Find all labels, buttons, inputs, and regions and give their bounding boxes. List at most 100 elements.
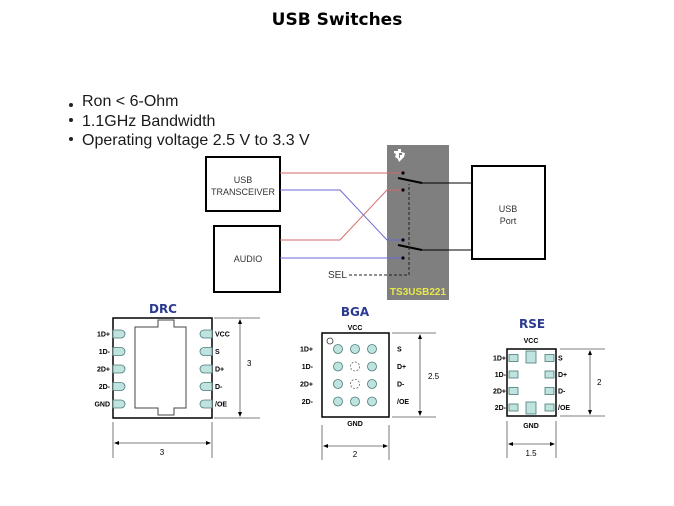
bga-dimensions	[321, 332, 436, 460]
rse-pin-label: 2D-	[495, 405, 507, 412]
bga-solder-ball	[350, 344, 360, 354]
rse-vcc-pad	[525, 350, 537, 364]
switch-chip-body	[387, 145, 449, 300]
rse-top-label: VCC	[524, 338, 539, 345]
bga-height-label: 2.5	[428, 372, 440, 381]
drc-pin-label: GND	[94, 402, 110, 409]
usb-dminus-line	[280, 189, 402, 241]
bga-pin-label: 1D+	[300, 347, 313, 354]
bga-solder-ball	[367, 396, 377, 407]
rse-pin-pad	[508, 370, 519, 379]
bga-solder-ball	[350, 396, 360, 407]
drc-pin-label: S	[215, 349, 220, 356]
bga-width-label: 2	[353, 450, 358, 459]
bga-top-label: VCC	[348, 325, 363, 332]
drc-pin-pad	[112, 347, 126, 356]
drc-dimensions	[112, 317, 260, 458]
bga-pin-label: 1D-	[302, 364, 314, 371]
drc-pin-label: 1D+	[97, 332, 110, 339]
audio-block	[213, 225, 281, 293]
slide-title: USB Switches	[271, 10, 403, 30]
drc-height-label: 3	[247, 359, 252, 368]
rse-pin-pad	[544, 370, 555, 379]
block-diagram: TS3USB221 USB TRANSCEIVER AUDIO USB Port	[205, 145, 546, 300]
rse-pin-pad	[508, 403, 519, 412]
drc-pin-label: 1D-	[99, 349, 111, 356]
audio-left-line	[280, 189, 402, 241]
rse-pin-pad	[544, 387, 555, 395]
drc-pin-label: /OE	[215, 402, 227, 409]
usb-transceiver-label-2: TRANSCEIVER	[211, 187, 276, 197]
drc-thermal-pad	[134, 319, 187, 416]
audio-label: AUDIO	[234, 254, 263, 264]
drc-pin-pad	[112, 329, 126, 339]
rse-pin-label: S	[558, 356, 563, 363]
drc-pin-pad	[112, 382, 126, 391]
bullet-item: 1.1GHz Bandwidth	[68, 112, 310, 132]
drc-title: DRC	[149, 302, 177, 316]
drc-pin-label: D+	[215, 367, 224, 374]
usb-transceiver-block	[205, 156, 281, 212]
rse-dimensions	[506, 348, 605, 458]
bga-empty-ball	[350, 379, 360, 389]
bga-solder-ball	[333, 396, 343, 407]
drc-pin-pad	[199, 399, 213, 409]
drc-width-label: 3	[160, 448, 165, 457]
bga-pin-label: D+	[397, 364, 406, 371]
rse-pin-pad	[544, 354, 555, 362]
rse-gnd-pad	[525, 401, 537, 415]
signal-lines	[280, 172, 402, 259]
rse-bottom-label: GND	[523, 423, 539, 430]
bga-pin-label: 2D-	[302, 399, 314, 406]
usb-port-label-2: Port	[500, 216, 517, 226]
rse-width-label: 1.5	[525, 449, 537, 458]
bga-solder-ball	[333, 379, 343, 389]
drc-pin-pad	[199, 347, 213, 356]
bga-pin-label: 2D+	[300, 382, 313, 389]
bga-pin-label: /OE	[397, 399, 409, 406]
switch-lower	[397, 238, 472, 260]
usb-transceiver-label-1: USB	[234, 175, 253, 185]
drc-pin-pad	[199, 382, 213, 391]
bga-pin-label: S	[397, 347, 402, 354]
bga-solder-ball	[367, 379, 377, 389]
bga-empty-ball	[350, 361, 360, 372]
sel-control-line	[349, 184, 410, 276]
bga-package: BGA VCC 1D+ S 1D- D+ 2D+ D- 2D- /OE GND 2.5 2	[300, 305, 440, 460]
rse-pin-label: D+	[558, 372, 567, 379]
drc-pin-pad	[112, 364, 126, 374]
sel-label: SEL	[328, 270, 347, 281]
rse-height-label: 2	[597, 378, 602, 387]
bga-solder-ball	[333, 344, 343, 354]
rse-pin-label: 1D+	[493, 356, 506, 363]
drc-pin-label: 2D-	[99, 384, 111, 391]
drc-pin-label: D-	[215, 384, 223, 391]
bga-pin-label: D-	[397, 382, 405, 389]
drc-package: DRC 1D+ 1D- 2D+ 2D- GND VCC S D+ D- /OE 3 3	[94, 302, 260, 458]
bga-solder-ball	[367, 344, 377, 354]
bga-solder-ball	[333, 361, 343, 372]
bga-bottom-label: GND	[347, 421, 363, 428]
rse-title: RSE	[519, 317, 545, 331]
rse-pin-label: D-	[558, 389, 566, 396]
rse-pin-label: /OE	[558, 405, 570, 412]
bga-title: BGA	[341, 305, 370, 319]
bullet-item: Ron < 6-Ohm	[68, 92, 310, 112]
rse-package: RSE VCC 1D+ S 1D- D+ 2D+ D- 2D- /OE GND 2 1.5	[493, 317, 605, 458]
usb-port-label-1: USB	[499, 204, 518, 214]
bullet-item: Operating voltage 2.5 V to 3.3 V	[68, 131, 310, 151]
drc-pin-pad	[112, 399, 126, 409]
rse-pin-label: 1D-	[495, 372, 507, 379]
drc-pin-pad	[199, 329, 213, 339]
rse-pin-pad	[508, 387, 519, 395]
usb-port-block	[471, 165, 546, 260]
ti-logo-icon	[394, 149, 405, 162]
chip-name-label: TS3USB221	[390, 287, 447, 298]
rse-pin-label: 2D+	[493, 389, 506, 396]
switch-upper	[397, 171, 472, 192]
rse-pin-pad	[544, 403, 555, 412]
drc-pin-label: 2D+	[97, 367, 110, 374]
feature-list: Ron < 6-Ohm 1.1GHz Bandwidth Operating v…	[68, 92, 310, 151]
drc-pin-label: VCC	[215, 332, 230, 339]
